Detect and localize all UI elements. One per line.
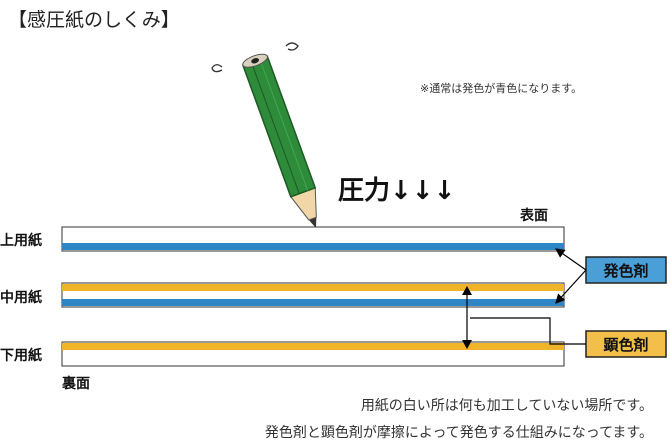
transfer-arrow <box>462 286 472 349</box>
developer-callout-label: 発色剤 <box>602 262 648 280</box>
middle-sheet <box>61 282 565 308</box>
sheet-label-top: 上用紙 <box>0 232 42 249</box>
color-former-bracket <box>470 317 586 345</box>
bottom-sheet-yellow-coating <box>62 343 564 350</box>
surface-bottom-label: 裏面 <box>61 375 90 392</box>
developer-pointer-top <box>555 248 587 271</box>
caption-line-1: 用紙の白い所は何も加工していない場所です。 <box>361 398 653 414</box>
middle-sheet-blue-coating <box>62 299 564 306</box>
diagram-title: 【感圧紙のしくみ】 <box>8 9 180 31</box>
color-former-callout-label: 顕色剤 <box>603 336 648 354</box>
bottom-sheet <box>61 341 565 367</box>
top-sheet-blue-coating <box>62 243 564 250</box>
surface-top-label: 表面 <box>519 207 548 224</box>
pencil-icon <box>241 53 317 228</box>
top-sheet <box>61 226 565 252</box>
developer-pointer-middle <box>555 269 587 304</box>
sheet-label-bottom: 下用紙 <box>0 347 42 364</box>
color-former-callout: 顕色剤 <box>470 317 667 358</box>
color-note: ※通常は発色が青色になります。 <box>420 81 582 95</box>
motion-swirl-icon <box>211 42 299 73</box>
middle-sheet-yellow-coating <box>62 284 564 291</box>
pressure-label: 圧力↓↓↓ <box>338 176 455 206</box>
developer-callout: 発色剤 <box>555 248 667 304</box>
caption-line-2: 発色剤と顕色剤が摩擦によって発色する仕組みになってます。 <box>265 424 653 441</box>
sheet-label-middle: 中用紙 <box>0 289 42 306</box>
